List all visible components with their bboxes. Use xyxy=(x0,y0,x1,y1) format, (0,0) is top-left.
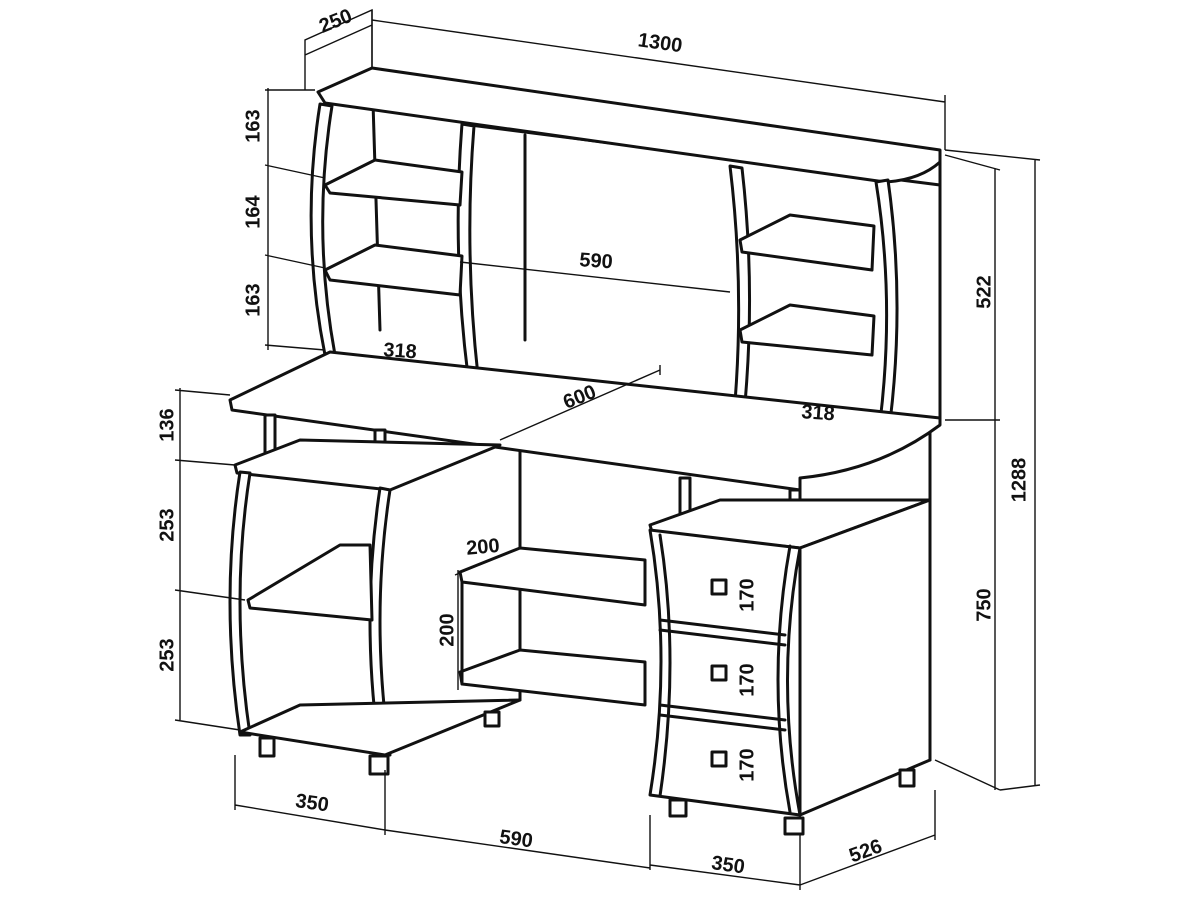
hutch-left-divider xyxy=(456,122,480,378)
hutch-right-divider xyxy=(728,164,752,416)
dim-total-width: 1300 xyxy=(637,29,684,57)
dim-left-pedestal-width: 350 xyxy=(294,790,330,816)
dim-left-shelf-lower: 253 xyxy=(156,638,178,671)
hutch-right-shelf-upper xyxy=(738,213,876,272)
drawer-divider-2 xyxy=(658,703,787,732)
right-pedestal xyxy=(648,498,932,836)
drawer-handle-3 xyxy=(710,750,728,768)
dim-hutch-left-width: 318 xyxy=(383,339,418,363)
dim-hutch-depth: 250 xyxy=(316,5,355,38)
foot xyxy=(783,816,805,836)
foot xyxy=(258,736,276,758)
dim-right-pedestal-width: 350 xyxy=(710,852,746,878)
desktop-board xyxy=(228,350,942,492)
foot xyxy=(368,754,390,776)
dim-drawer-2: 170 xyxy=(736,663,758,696)
hutch-left-side xyxy=(309,102,337,357)
drawer-handle-2 xyxy=(710,664,728,682)
dim-desk-height: 750 xyxy=(973,588,995,621)
dim-hutch-center-width: 590 xyxy=(579,249,614,273)
left-pedestal-shelf xyxy=(246,543,374,622)
dim-desktop-gap: 136 xyxy=(156,408,178,441)
dim-middle-shelf-depth: 200 xyxy=(465,535,500,560)
middle-shelf-lower xyxy=(458,648,647,707)
dimension-lines xyxy=(174,8,1041,890)
drawer-handle-1 xyxy=(710,578,728,596)
left-pedestal xyxy=(228,438,522,776)
drawer-front-inner-left xyxy=(658,533,672,798)
hutch-right-shelf-lower xyxy=(738,303,876,357)
dim-left-shelf-upper: 253 xyxy=(156,508,178,541)
foot xyxy=(483,710,501,728)
foot xyxy=(668,798,688,818)
foot xyxy=(898,768,916,788)
left-pedestal-bottom xyxy=(238,698,522,757)
dim-hutch-height: 522 xyxy=(973,275,995,308)
hutch xyxy=(309,66,942,424)
left-pedestal-side-left xyxy=(228,470,252,737)
dim-hutch-shelf-mid: 164 xyxy=(242,194,264,228)
dim-hutch-shelf-bottom: 163 xyxy=(242,283,264,316)
desk xyxy=(228,350,942,836)
middle-shelves xyxy=(458,546,647,707)
hutch-left-shelf-upper xyxy=(323,158,464,207)
dimension-labels: 250 1300 163 164 163 590 318 318 522 136… xyxy=(156,5,1030,879)
drawer-divider-1 xyxy=(658,618,787,647)
drawer-front-inner-right xyxy=(776,544,792,814)
hutch-left-shelf-lower xyxy=(323,243,464,297)
dim-drawer-3: 170 xyxy=(736,748,758,781)
right-pedestal-side xyxy=(798,498,932,817)
dim-hutch-right-width: 318 xyxy=(801,401,836,425)
left-pedestal-top xyxy=(233,438,502,492)
dim-hutch-shelf-top: 163 xyxy=(242,109,264,142)
hutch-right-side xyxy=(874,178,899,424)
dim-drawer-1: 170 xyxy=(736,578,758,611)
dim-pedestal-depth: 526 xyxy=(846,835,885,867)
dim-total-height: 1288 xyxy=(1008,458,1030,503)
dim-middle-shelf-height: 200 xyxy=(436,613,458,646)
dim-knee-space-width: 590 xyxy=(498,826,534,852)
